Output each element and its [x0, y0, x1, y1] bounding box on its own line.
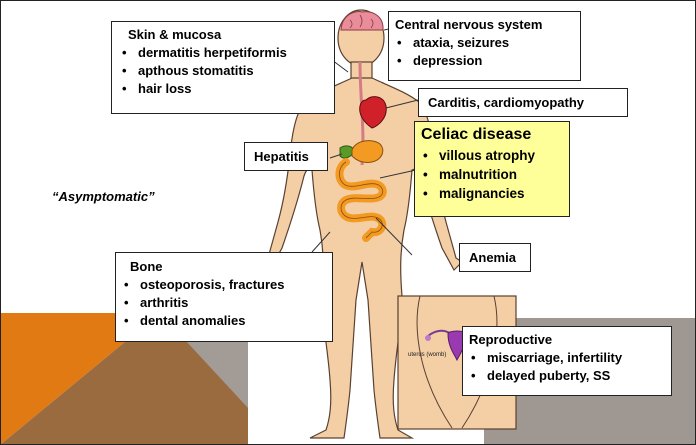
slide-border — [0, 0, 696, 445]
